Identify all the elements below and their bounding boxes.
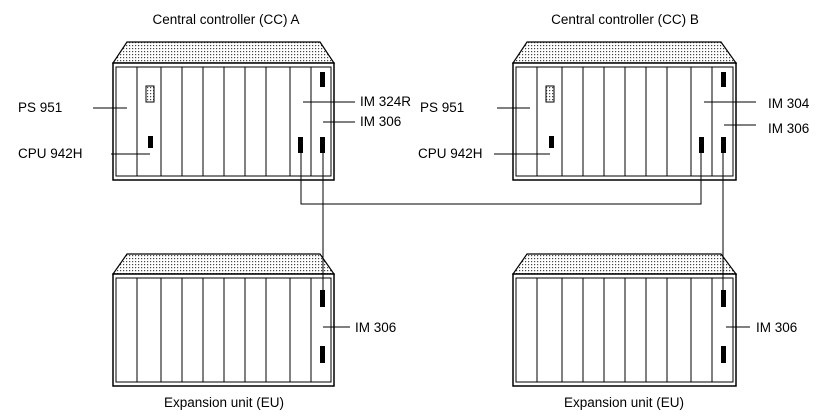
cc-b-im306-connector-right — [721, 137, 726, 153]
eu-b-slot-dividers — [536, 278, 713, 382]
cc-a-im-top-label: IM 324R — [360, 94, 411, 109]
eu-a-im306-connector-bottom — [320, 346, 325, 363]
cc-a-im324r-connector — [320, 72, 325, 87]
eu-b-im-label: IM 306 — [756, 320, 797, 335]
central-controller-a: Central controller (CC) A PS 951 CPU 942… — [18, 12, 411, 181]
cc-b-im306-connector-left — [699, 137, 704, 153]
cc-b-ps-label: PS 951 — [420, 100, 464, 115]
cc-b-ps-indicator — [545, 85, 555, 103]
eu-a-im-label: IM 306 — [355, 320, 396, 335]
cc-b-slot-dividers — [536, 67, 713, 176]
expansion-unit-a: IM 306 Expansion unit (EU) — [111, 253, 396, 410]
eu-b-im306-connector-bottom — [721, 346, 726, 363]
cc-a-ps-indicator — [145, 85, 155, 103]
eu-b-im306-connector-top — [721, 290, 726, 307]
cc-b-im304-connector — [721, 72, 726, 87]
interconnect-cables — [300, 153, 724, 290]
eu-a-roof — [111, 253, 336, 275]
cc-b-title: Central controller (CC) B — [551, 12, 699, 27]
cc-b-im-bottom-label: IM 306 — [768, 121, 809, 136]
cc-b-im-top-label: IM 304 — [768, 96, 810, 111]
cc-a-ps-label: PS 951 — [18, 100, 62, 115]
cc-b-cpu-connector — [549, 136, 554, 148]
eu-b-roof — [511, 253, 738, 275]
eu-a-caption: Expansion unit (EU) — [164, 395, 284, 410]
cc-a-cpu-connector — [148, 136, 153, 148]
cc-a-slot-dividers — [136, 67, 312, 176]
cc-b-cpu-label: CPU 942H — [418, 146, 483, 161]
cc-a-im306-connector-right — [320, 137, 325, 153]
cc-a-title: Central controller (CC) A — [152, 12, 299, 27]
central-controller-b: Central controller (CC) B PS 951 CPU 942… — [418, 12, 810, 181]
cable-cc-a-to-cc-b — [300, 153, 702, 205]
cc-a-im-bottom-label: IM 306 — [360, 114, 401, 129]
cc-b-roof — [511, 41, 738, 64]
cc-a-cpu-label: CPU 942H — [18, 146, 83, 161]
expansion-unit-b: IM 306 Expansion unit (EU) — [511, 253, 797, 410]
cc-a-roof — [111, 41, 336, 64]
eu-a-im306-connector-top — [320, 290, 325, 307]
cc-a-im306-connector-left — [298, 137, 303, 153]
eu-b-caption: Expansion unit (EU) — [564, 395, 684, 410]
eu-a-slot-dividers — [136, 278, 312, 382]
